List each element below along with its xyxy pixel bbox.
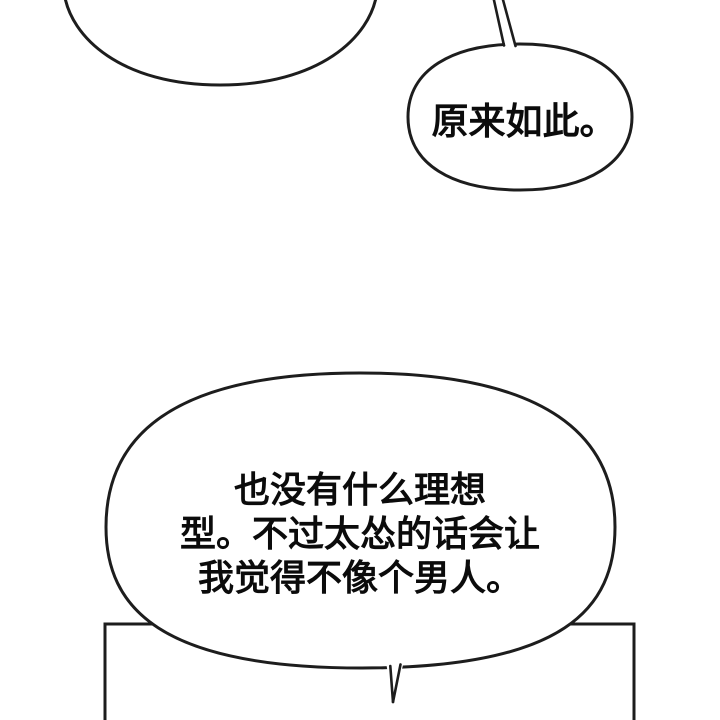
main-bubble-text-line-1: 也没有什么理想 [234, 469, 486, 510]
speech-bubble-top-left [64, 0, 377, 87]
tail-line-left [492, 0, 506, 47]
tail-line-left [389, 664, 395, 704]
tail-line-right [501, 0, 517, 48]
main-bubble-text: 也没有什么理想 型。不过太怂的话会让 我觉得不像个男人。 [180, 469, 540, 598]
speech-bubble-top-right-tail [492, 0, 517, 48]
speech-bubble-top-right [406, 42, 634, 192]
tail-line-right [391, 663, 402, 704]
main-bubble-text-line-2: 型。不过太怂的话会让 [180, 513, 540, 554]
speech-bubble-main-tail [386, 661, 404, 705]
top-right-bubble-text: 原来如此。 [432, 101, 617, 142]
tail-gap-eraser [498, 0, 515, 48]
speech-bubble-main [104, 371, 617, 670]
main-bubble-text-line-3: 我觉得不像个男人。 [198, 557, 522, 598]
